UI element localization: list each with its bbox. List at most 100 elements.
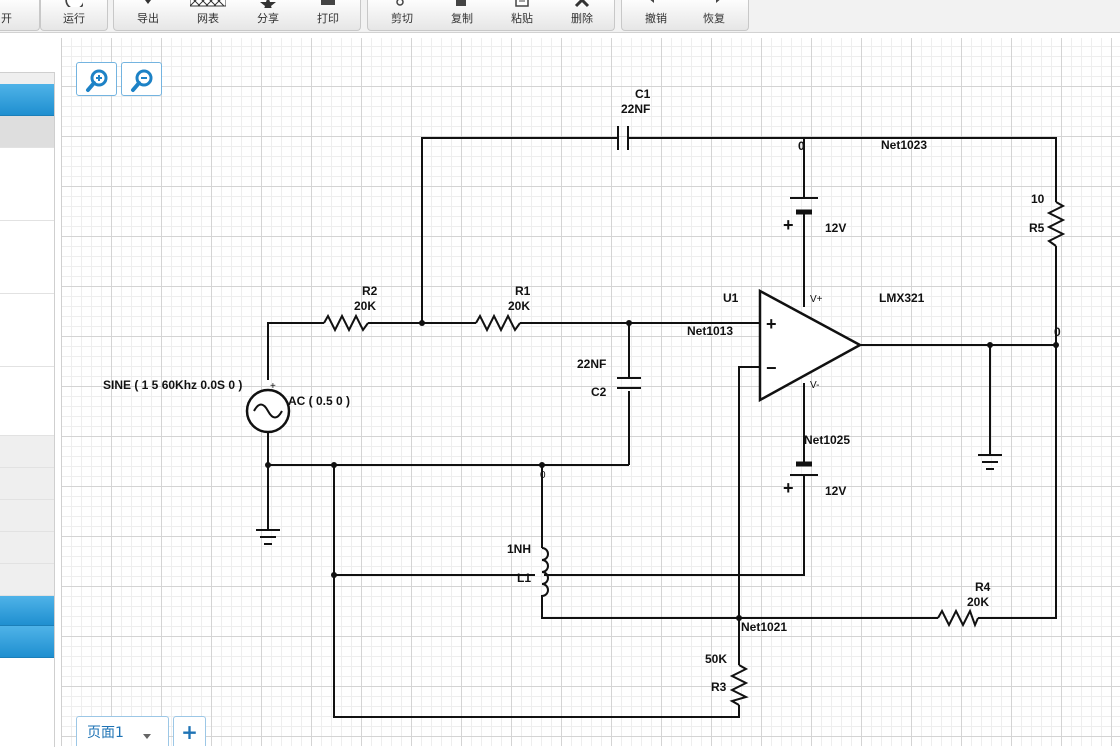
export-button[interactable]: 导出 <box>122 0 174 30</box>
undo-button[interactable]: 撤销 <box>630 0 682 30</box>
toolbar-group-run: 运行 <box>40 0 108 31</box>
undo-label: 撤销 <box>645 12 667 25</box>
print-label: 打印 <box>317 12 339 25</box>
r4-value: 20K <box>967 595 989 609</box>
component-panel <box>0 72 55 747</box>
delete-icon <box>574 0 590 8</box>
panel-category[interactable] <box>0 500 54 532</box>
redo-button[interactable]: 恢复 <box>688 0 740 30</box>
run-label: 运行 <box>63 12 85 25</box>
resistor-r2 <box>323 313 369 333</box>
r3-value: 50K <box>705 652 727 666</box>
redo-label: 恢复 <box>703 12 725 25</box>
cut-button[interactable]: 剪切 <box>376 0 428 30</box>
panel-category[interactable] <box>0 564 54 596</box>
zoom-out-button[interactable] <box>121 62 162 96</box>
panel-category[interactable] <box>0 532 54 564</box>
netlist-button[interactable]: 网表 <box>182 0 234 30</box>
paste-button[interactable]: 粘贴 <box>496 0 548 30</box>
battery-bottom <box>790 461 818 476</box>
toolbar-group-file: 开 <box>0 0 40 31</box>
source-ac: AC ( 0.5 0 ) <box>288 394 350 408</box>
net-label-1021: Net1021 <box>741 620 787 634</box>
clipboard-icon <box>515 0 529 7</box>
copy-label: 复制 <box>451 12 473 25</box>
toolbar-group-history: 撤销 恢复 <box>621 0 749 31</box>
add-page-button[interactable]: + <box>173 716 206 746</box>
l1-name: L1 <box>517 571 531 585</box>
page-tab-1[interactable]: 页面1 <box>76 716 169 746</box>
r2-value: 20K <box>354 299 376 313</box>
printer-icon <box>321 0 335 5</box>
delete-label: 删除 <box>571 12 593 25</box>
page-tab-label: 页面1 <box>87 725 124 741</box>
r4-name: R4 <box>975 580 991 594</box>
opamp-u1 <box>758 288 863 403</box>
toolbar-group-edit: 剪切 复制 粘贴 删除 <box>367 0 615 31</box>
c2-name: C2 <box>591 385 607 399</box>
panel-item[interactable] <box>0 294 54 367</box>
l1-value: 1NH <box>507 542 531 556</box>
capacitor-c1 <box>617 126 629 150</box>
panel-category[interactable] <box>0 436 54 468</box>
opamp-vplus: V+ <box>810 294 823 305</box>
open-button[interactable]: 开 <box>0 0 39 30</box>
share-button[interactable]: 分享 <box>242 0 294 30</box>
panel-item[interactable] <box>0 148 54 221</box>
panel-category-active[interactable] <box>0 84 54 116</box>
resistor-r3 <box>729 664 749 706</box>
battery-top <box>790 197 818 215</box>
resistor-r4 <box>937 608 979 628</box>
r1-name: R1 <box>515 284 531 298</box>
panel-category-blue[interactable] <box>0 626 54 658</box>
source-spec: SINE ( 1 5 60Khz 0.0S 0 ) <box>103 378 242 392</box>
net-label-1023: Net1023 <box>881 138 927 152</box>
play-icon <box>65 0 83 7</box>
net-label-zero-right: 0 <box>1054 325 1061 339</box>
resistor-r5 <box>1046 201 1066 247</box>
copy-icon <box>456 0 466 6</box>
opamp-plus: + <box>766 314 777 334</box>
opamp-vminus: V- <box>810 380 819 391</box>
undo-arrow-icon <box>650 0 663 3</box>
share-label: 分享 <box>257 12 279 25</box>
star-icon <box>260 0 276 8</box>
u1-part: LMX321 <box>879 291 925 305</box>
net-label-1025: Net1025 <box>804 433 850 447</box>
grid-icon <box>190 0 226 7</box>
panel-category[interactable] <box>0 468 54 500</box>
r1-value: 20K <box>508 299 530 313</box>
opamp-minus: − <box>766 358 777 378</box>
chevron-down-icon[interactable] <box>143 734 151 739</box>
r2-name: R2 <box>362 284 378 298</box>
delete-button[interactable]: 删除 <box>556 0 608 30</box>
open-label: 开 <box>1 12 12 25</box>
export-label: 导出 <box>137 12 159 25</box>
ground-symbol-right <box>978 454 1002 470</box>
panel-subheader[interactable] <box>0 116 54 148</box>
r5-value: 10 <box>1031 192 1045 206</box>
junctions <box>265 320 1059 621</box>
c1-name: C1 <box>635 87 651 101</box>
r3-name: R3 <box>711 680 727 694</box>
panel-item[interactable] <box>0 221 54 294</box>
resistor-r1 <box>475 313 521 333</box>
copy-button[interactable]: 复制 <box>436 0 488 30</box>
net-label-zero-mid: 0 <box>540 470 546 481</box>
net-label-1013: Net1013 <box>687 324 733 338</box>
battery-bottom-plus: + <box>783 478 794 498</box>
print-button[interactable]: 打印 <box>302 0 354 30</box>
run-button[interactable]: 运行 <box>48 0 100 30</box>
zoom-in-icon <box>86 69 108 92</box>
panel-category-blue[interactable] <box>0 596 54 626</box>
zoom-in-button[interactable] <box>76 62 117 96</box>
u1-name: U1 <box>723 291 739 305</box>
netlist-label: 网表 <box>197 12 219 25</box>
c2-value: 22NF <box>577 357 606 371</box>
capacitor-c2 <box>617 377 641 389</box>
net-label-zero-top: 0 <box>798 139 805 153</box>
schematic-canvas[interactable] <box>61 38 1120 746</box>
panel-item[interactable] <box>0 367 54 436</box>
scissors-icon <box>396 0 404 6</box>
